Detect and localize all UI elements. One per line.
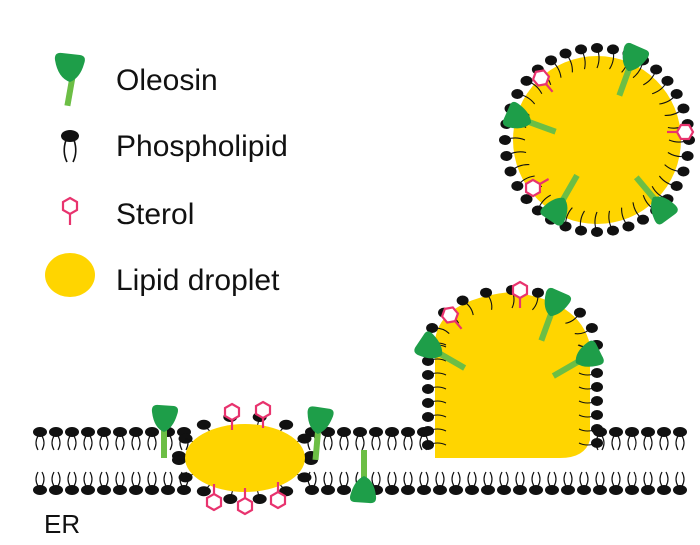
legend: Oleosin Phospholipid Sterol Lipid drople… [45,52,288,297]
oleosin-mature-bottom-right [633,175,678,225]
oleosin-mature-left [502,101,557,135]
oleosin-er-right [307,406,334,461]
sterol-bud-1 [440,306,463,330]
oleosin-icon [54,52,85,107]
er-label: ER [44,509,80,539]
sterol-lens-bottom-3 [269,482,287,510]
legend-label-sterol: Sterol [116,198,194,231]
legend-label-lipid-droplet: Lipid droplet [116,264,280,297]
oleosin-er-left [151,404,178,458]
sterol-icon [61,196,79,225]
sterol-bud-2 [511,280,529,308]
oleosin-bud-top [538,287,572,342]
oleosin-bud-left [414,331,467,371]
oleosin-er-bottom [350,450,377,504]
sterol-mature-left [524,178,550,198]
legend-label-oleosin: Oleosin [116,64,218,97]
legend-label-phospholipid: Phospholipid [116,130,288,163]
phospholipid-icon [61,130,79,163]
sterol-lens-bottom-2 [236,488,254,516]
sterol-lens-top-2 [254,400,272,428]
membrane-proteins-and-sterols [151,42,695,516]
sterol-mature-top [531,69,554,93]
oleosin-mature-top [616,42,650,97]
oleosin-bud-right [551,340,604,379]
sterol-mature-right [667,123,695,141]
oleosin-mature-bottom-left [540,173,580,226]
lipid-droplet-icon [45,253,95,297]
sterol-lens-bottom-1 [205,484,223,512]
sterol-lens-top-1 [223,402,241,430]
lens-droplet [185,424,305,492]
